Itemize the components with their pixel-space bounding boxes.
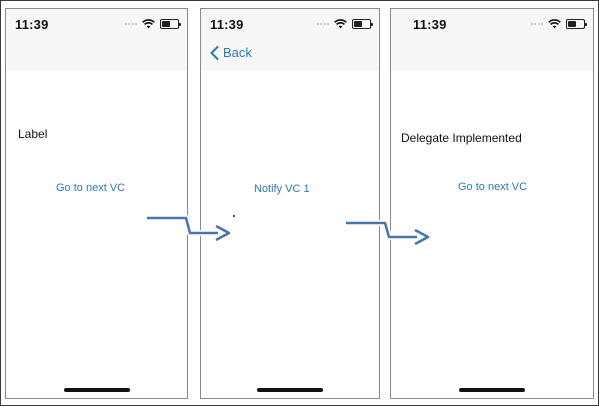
wifi-icon [142,19,155,29]
status-time: 11:39 [413,17,447,32]
status-time: 11:39 [15,17,49,32]
phone-screen-1: 11:39 Label Go to next VC [5,8,188,399]
notify-vc-1-button[interactable]: Notify VC 1 [254,183,310,195]
status-icons [124,19,181,29]
wifi-icon [548,19,561,29]
home-indicator [63,388,130,392]
nav-bar: 11:39 [391,9,593,71]
status-label: Delegate Implemented [401,131,522,145]
battery-icon [160,19,181,29]
flow-arrow-icon [147,215,231,242]
status-icons [530,19,587,29]
go-to-next-vc-button[interactable]: Go to next VC [56,182,126,194]
go-to-next-vc-button[interactable]: Go to next VC [458,181,528,193]
home-indicator [459,388,525,392]
phone-screen-2: 11:39 Back Notify VC 1 [200,8,380,399]
wifi-icon [334,19,347,29]
nav-bar: 11:39 [6,9,187,71]
status-icons [316,19,373,29]
home-indicator [257,388,323,392]
signal-icon [316,23,329,25]
signal-icon [124,23,137,25]
back-button[interactable]: Back [210,45,252,60]
nav-bar: 11:39 Back [201,9,379,71]
battery-icon [566,19,587,29]
stray-dot [233,215,235,217]
status-label: Label [18,127,48,141]
back-label: Back [223,45,252,60]
status-time: 11:39 [210,17,244,32]
back-chevron-icon [210,45,219,60]
flow-arrow-icon [346,220,430,246]
signal-icon [530,23,543,25]
battery-icon [352,19,373,29]
phone-screen-3: 11:39 Delegate Implemented Go to next VC [390,8,594,399]
